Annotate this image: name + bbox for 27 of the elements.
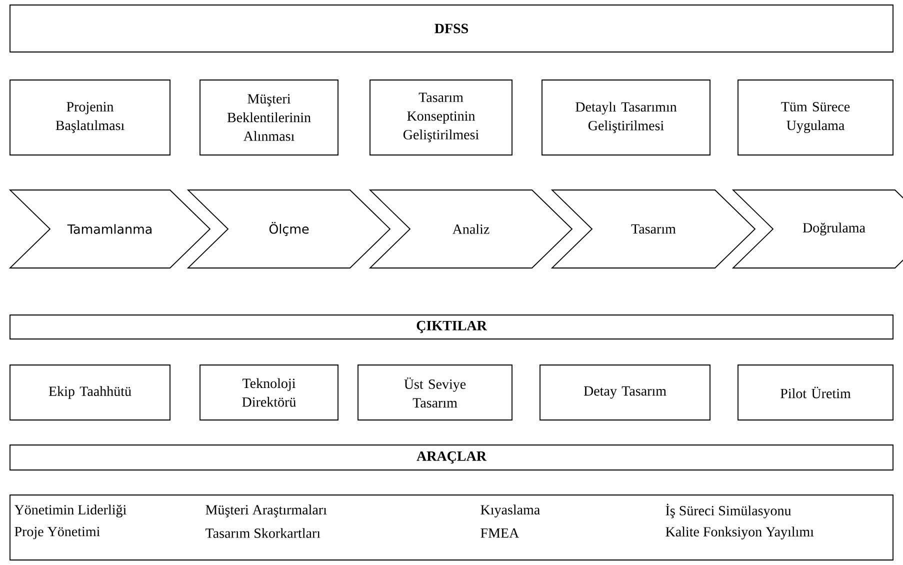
chevron-step: Doğrulama: [732, 190, 903, 268]
phase-box: Üst Seviye Tasarım: [358, 364, 512, 420]
tool-name: Proje Yönetimi: [14, 526, 100, 540]
chevron-step: Tamamlanma: [8, 190, 211, 268]
phase-box: Detaylı Tasarımın Geliştirilmesi: [542, 80, 710, 156]
phase-box: Pilot Üretim: [738, 364, 894, 420]
phase-box: Teknoloji Direktörü: [200, 364, 338, 420]
phase-box: Ekip Taahhütü: [10, 364, 170, 420]
section-header-bar: ARAÇLAR: [10, 444, 894, 470]
phase-box: Detay Tasarım: [540, 364, 710, 420]
tool-name: FMEA: [480, 528, 520, 538]
tool-name: Müşteri Araştırmaları: [206, 504, 327, 518]
tool-name: İş Süreci Simülasyonu: [666, 504, 792, 518]
chevron-step: Tasarım: [550, 190, 756, 268]
phase-box: Müşteri Beklentilerinin Alınması: [200, 80, 338, 156]
tools-box: [10, 494, 894, 560]
phase-box: Projenin Başlatılması: [10, 80, 170, 156]
chevron-step: Ölçme: [186, 190, 391, 268]
tool-name: Yönetimin Liderliği: [14, 504, 126, 518]
section-header-bar: ÇIKTILAR: [10, 314, 894, 340]
phase-box: Tüm Sürece Uygulama: [738, 80, 894, 156]
tool-name: Kalite Fonksiyon Yayılımı: [666, 526, 814, 540]
phase-box: Tasarım Konseptinin Geliştirilmesi: [370, 80, 512, 156]
tool-name: Kıyaslama: [480, 504, 540, 518]
chevron-step: Analiz: [368, 190, 573, 268]
tool-name: Tasarım Skorkartları: [206, 528, 320, 538]
section-header-bar: DFSS: [10, 4, 894, 52]
